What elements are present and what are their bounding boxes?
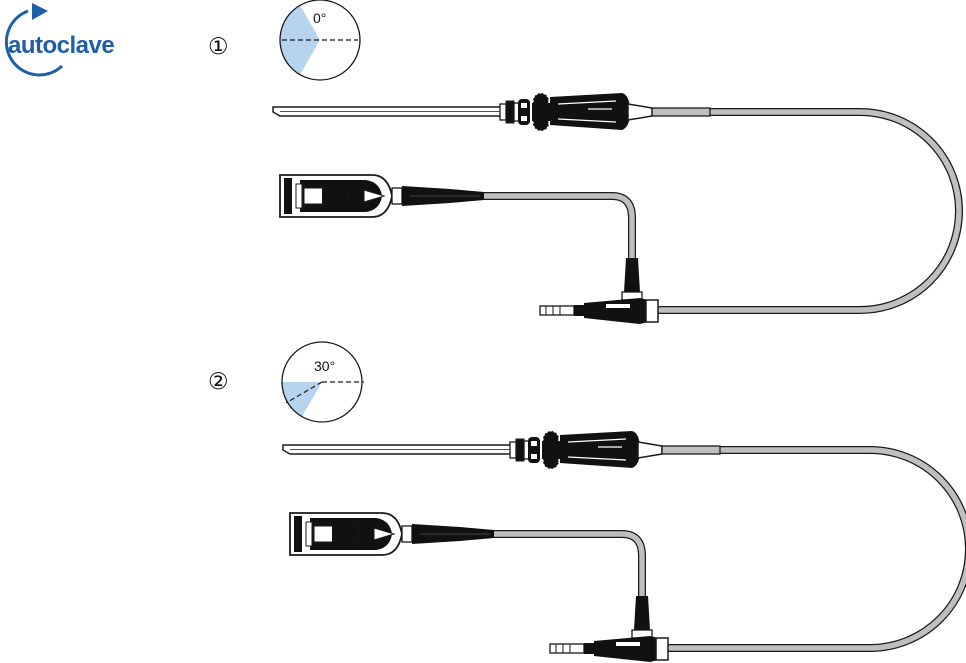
view-angle-indicator-30: 30° (281, 341, 364, 423)
view-angle-label-0: 0° (313, 10, 326, 26)
autoclave-arrow-icon (4, 9, 64, 77)
autoclave-logo: autoclave (4, 3, 115, 77)
endoscope-assembly-0-degree (273, 93, 959, 324)
autoclave-logo-text: autoclave (8, 32, 114, 59)
variant-30-degree: ② 30° (208, 341, 966, 662)
view-angle-label-30: 30° (314, 358, 335, 374)
autoclave-arrow-head-icon (32, 3, 48, 20)
variant-0-degree: ① 0° (208, 0, 959, 324)
endoscope-assembly-30-degree (283, 431, 966, 662)
variant-number-2: ② (208, 369, 229, 395)
view-angle-indicator-0: 0° (279, 0, 361, 81)
variant-number-1: ① (208, 34, 229, 60)
